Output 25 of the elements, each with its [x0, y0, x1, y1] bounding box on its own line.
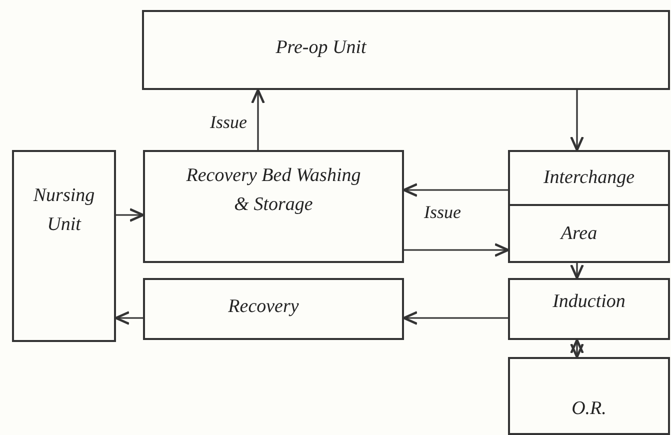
process-box: [12, 150, 116, 342]
arrow: [570, 263, 584, 280]
process-box: [508, 278, 670, 340]
arrow: [404, 243, 510, 257]
box-label: Interchange: [543, 166, 635, 190]
arrow: [402, 311, 508, 325]
process-box: [142, 10, 670, 90]
process-box: [508, 150, 670, 206]
arrow: [402, 183, 508, 197]
box-label: Pre-op Unit: [276, 36, 366, 60]
box-label: Area: [560, 222, 598, 246]
process-box: [508, 357, 670, 435]
box-label: Nursing Unit: [32, 184, 96, 236]
process-box: [143, 150, 404, 263]
box-label: Recovery Bed Washing & Storage: [186, 164, 361, 216]
arrow: [116, 208, 144, 222]
arrow: [570, 90, 584, 152]
process-box: [508, 204, 670, 263]
process-box: [143, 278, 404, 340]
arrow: [251, 88, 265, 150]
box-label: Induction: [552, 290, 626, 314]
arrow: [570, 338, 584, 358]
arrow: [114, 311, 143, 325]
box-label: Recovery: [228, 295, 299, 319]
box-label: O.R.: [572, 397, 606, 421]
